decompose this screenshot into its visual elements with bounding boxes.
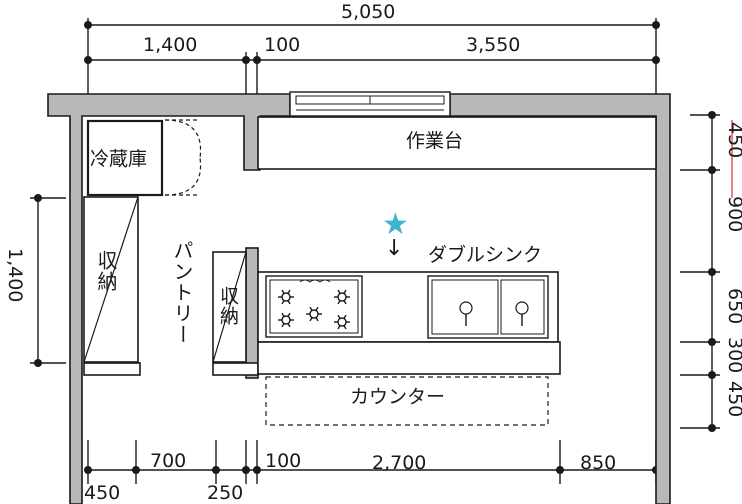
burner-icon xyxy=(334,289,350,305)
dim-bottom-4: 850 xyxy=(580,452,617,474)
label-sink: ダブルシンク xyxy=(428,244,543,266)
cooktop xyxy=(265,275,363,338)
counter xyxy=(265,376,549,426)
window xyxy=(289,91,451,117)
kitchen-island xyxy=(257,271,561,375)
label-pantry: パントリー xyxy=(170,240,194,345)
arrow-down-icon: ↓ xyxy=(385,236,404,261)
dim-right-5: 450 xyxy=(724,381,742,418)
burners xyxy=(278,289,350,330)
dimension-dots xyxy=(34,21,716,474)
dim-bottom-2: 100 xyxy=(265,450,302,472)
star-marker-icon: ★ xyxy=(382,207,409,242)
label-storage-left: 収納 xyxy=(94,250,118,292)
label-worktop: 作業台 xyxy=(406,130,464,152)
dim-top-left: 1,400 xyxy=(143,34,198,56)
dim-right-2: 900 xyxy=(724,196,742,233)
fridge xyxy=(86,119,164,197)
dim-right-4: 300 xyxy=(724,337,742,374)
label-counter: カウンター xyxy=(350,386,446,408)
dim-top-mid: 100 xyxy=(264,34,301,56)
double-sink xyxy=(427,275,549,339)
dim-right-3: 650 xyxy=(724,288,742,325)
burner-icon xyxy=(278,289,294,305)
burner-icon xyxy=(278,312,294,328)
burner-icon xyxy=(334,314,350,330)
dim-bottom-3: 2,700 xyxy=(372,452,427,474)
dim-bottom-6: 250 xyxy=(207,482,244,504)
dim-bottom-1: 700 xyxy=(150,450,187,472)
dim-left-side: 1,400 xyxy=(4,248,26,303)
dim-right-1: 450 xyxy=(724,122,742,159)
dim-top-overall: 5,050 xyxy=(341,1,396,23)
worktop xyxy=(257,116,657,170)
burner-icon xyxy=(306,306,322,322)
storage-left xyxy=(83,196,141,376)
label-storage-mid: 収納 xyxy=(217,286,239,326)
storage-mid xyxy=(212,247,259,379)
fridge-door-swing xyxy=(164,119,202,196)
dim-bottom-5: 450 xyxy=(84,482,121,504)
label-fridge: 冷蔵庫 xyxy=(90,148,148,170)
dim-top-right: 3,550 xyxy=(466,34,521,56)
